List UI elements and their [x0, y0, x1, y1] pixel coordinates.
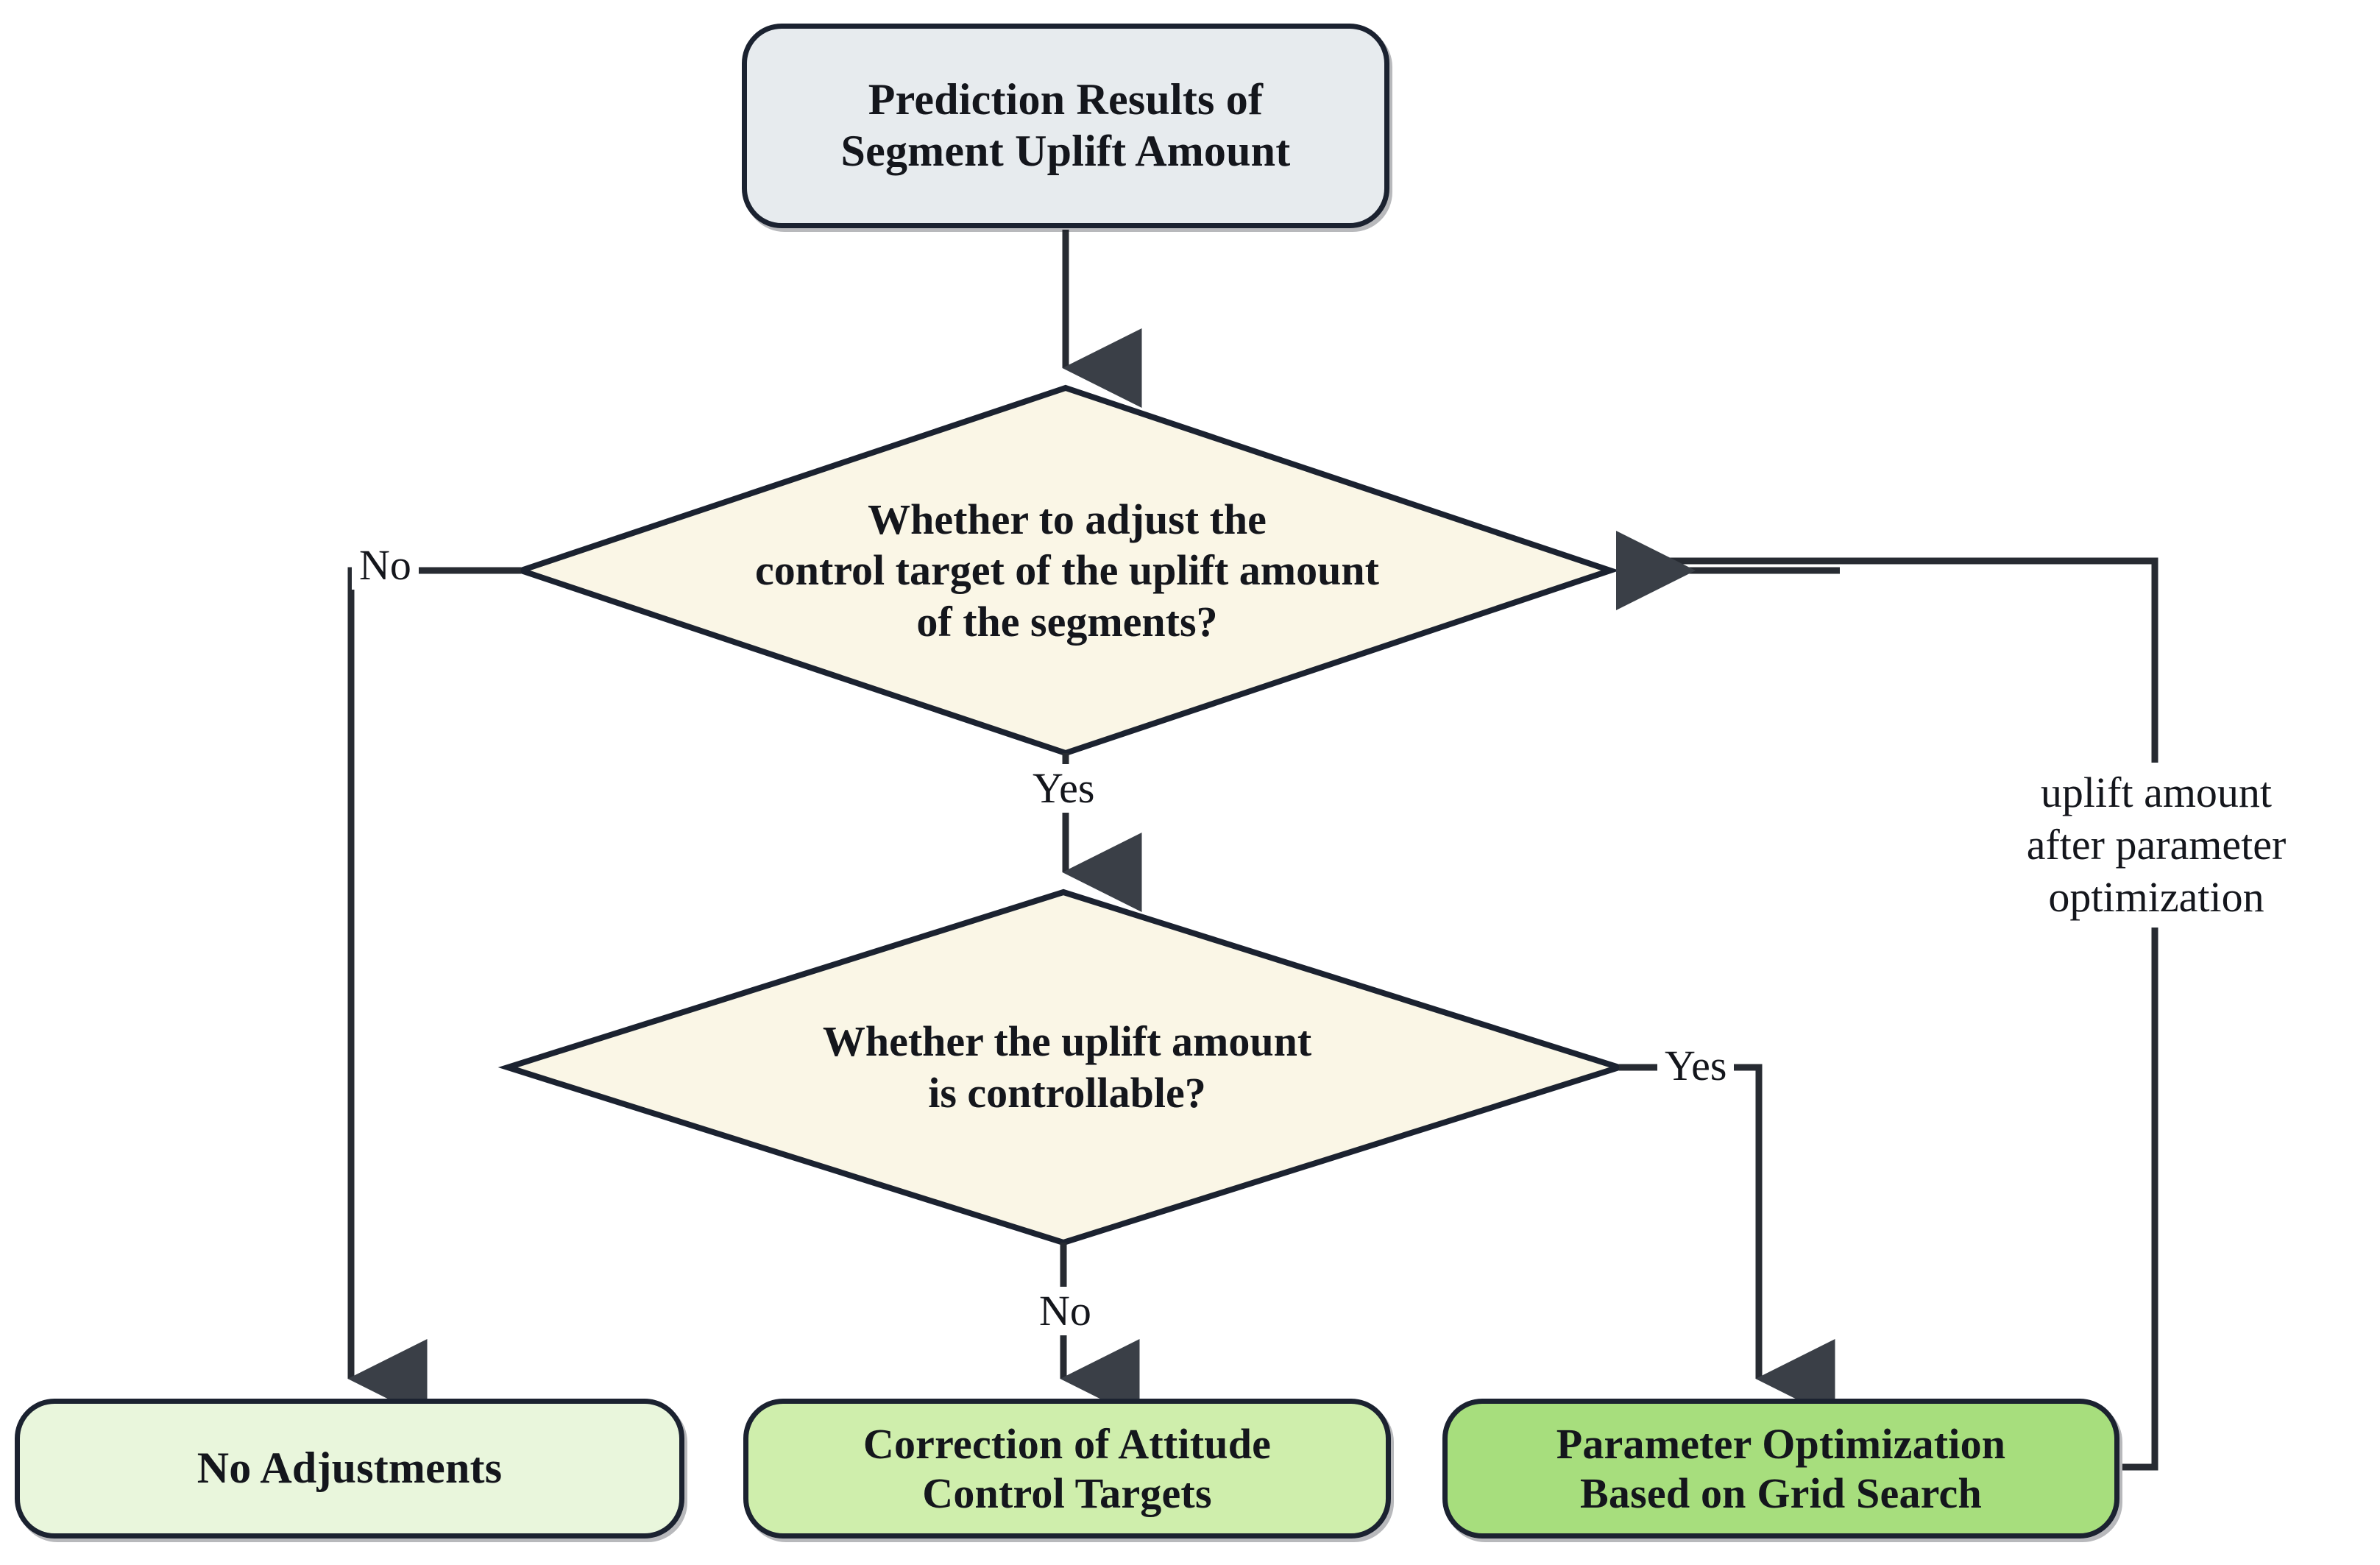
- edge-feedback-to-decision1: [1623, 557, 2158, 1471]
- node-param-opt-label: Parameter Optimization Based on Grid Sea…: [1556, 1419, 2006, 1519]
- param-opt-line2: Based on Grid Search: [1580, 1469, 1982, 1517]
- node-start-label: Prediction Results of Segment Uplift Amo…: [840, 75, 1291, 175]
- edge-label-decision2-yes: Yes: [1657, 1042, 1735, 1090]
- param-opt-line1: Parameter Optimization: [1556, 1419, 2006, 1468]
- node-result-no-adjustments[interactable]: No Adjustments: [15, 1399, 684, 1538]
- correction-line1: Correction of Attitude: [863, 1419, 1272, 1468]
- edge-decision1-no: [347, 567, 521, 1419]
- edge-label-feedback-uplift-amount: uplift amount after parameter optimizati…: [1943, 763, 2370, 928]
- node-result-parameter-optimization[interactable]: Parameter Optimization Based on Grid Sea…: [1442, 1399, 2119, 1538]
- edge-label-decision2-no: No: [1032, 1287, 1099, 1335]
- node-result-correction-attitude[interactable]: Correction of Attitude Control Targets: [743, 1399, 1391, 1538]
- edge-label-decision1-no: No: [352, 541, 419, 590]
- edge-decision2-yes: [1619, 1064, 1835, 1419]
- edge-label-decision1-yes: Yes: [1025, 764, 1102, 813]
- node-start-prediction-results[interactable]: Prediction Results of Segment Uplift Amo…: [742, 24, 1389, 228]
- node-no-adjustments-label: No Adjustments: [196, 1444, 503, 1493]
- correction-line2: Control Targets: [922, 1469, 1212, 1517]
- decision1-shape: [511, 384, 1620, 757]
- node-correction-label: Correction of Attitude Control Targets: [863, 1419, 1271, 1519]
- decision2-shape: [497, 889, 1629, 1246]
